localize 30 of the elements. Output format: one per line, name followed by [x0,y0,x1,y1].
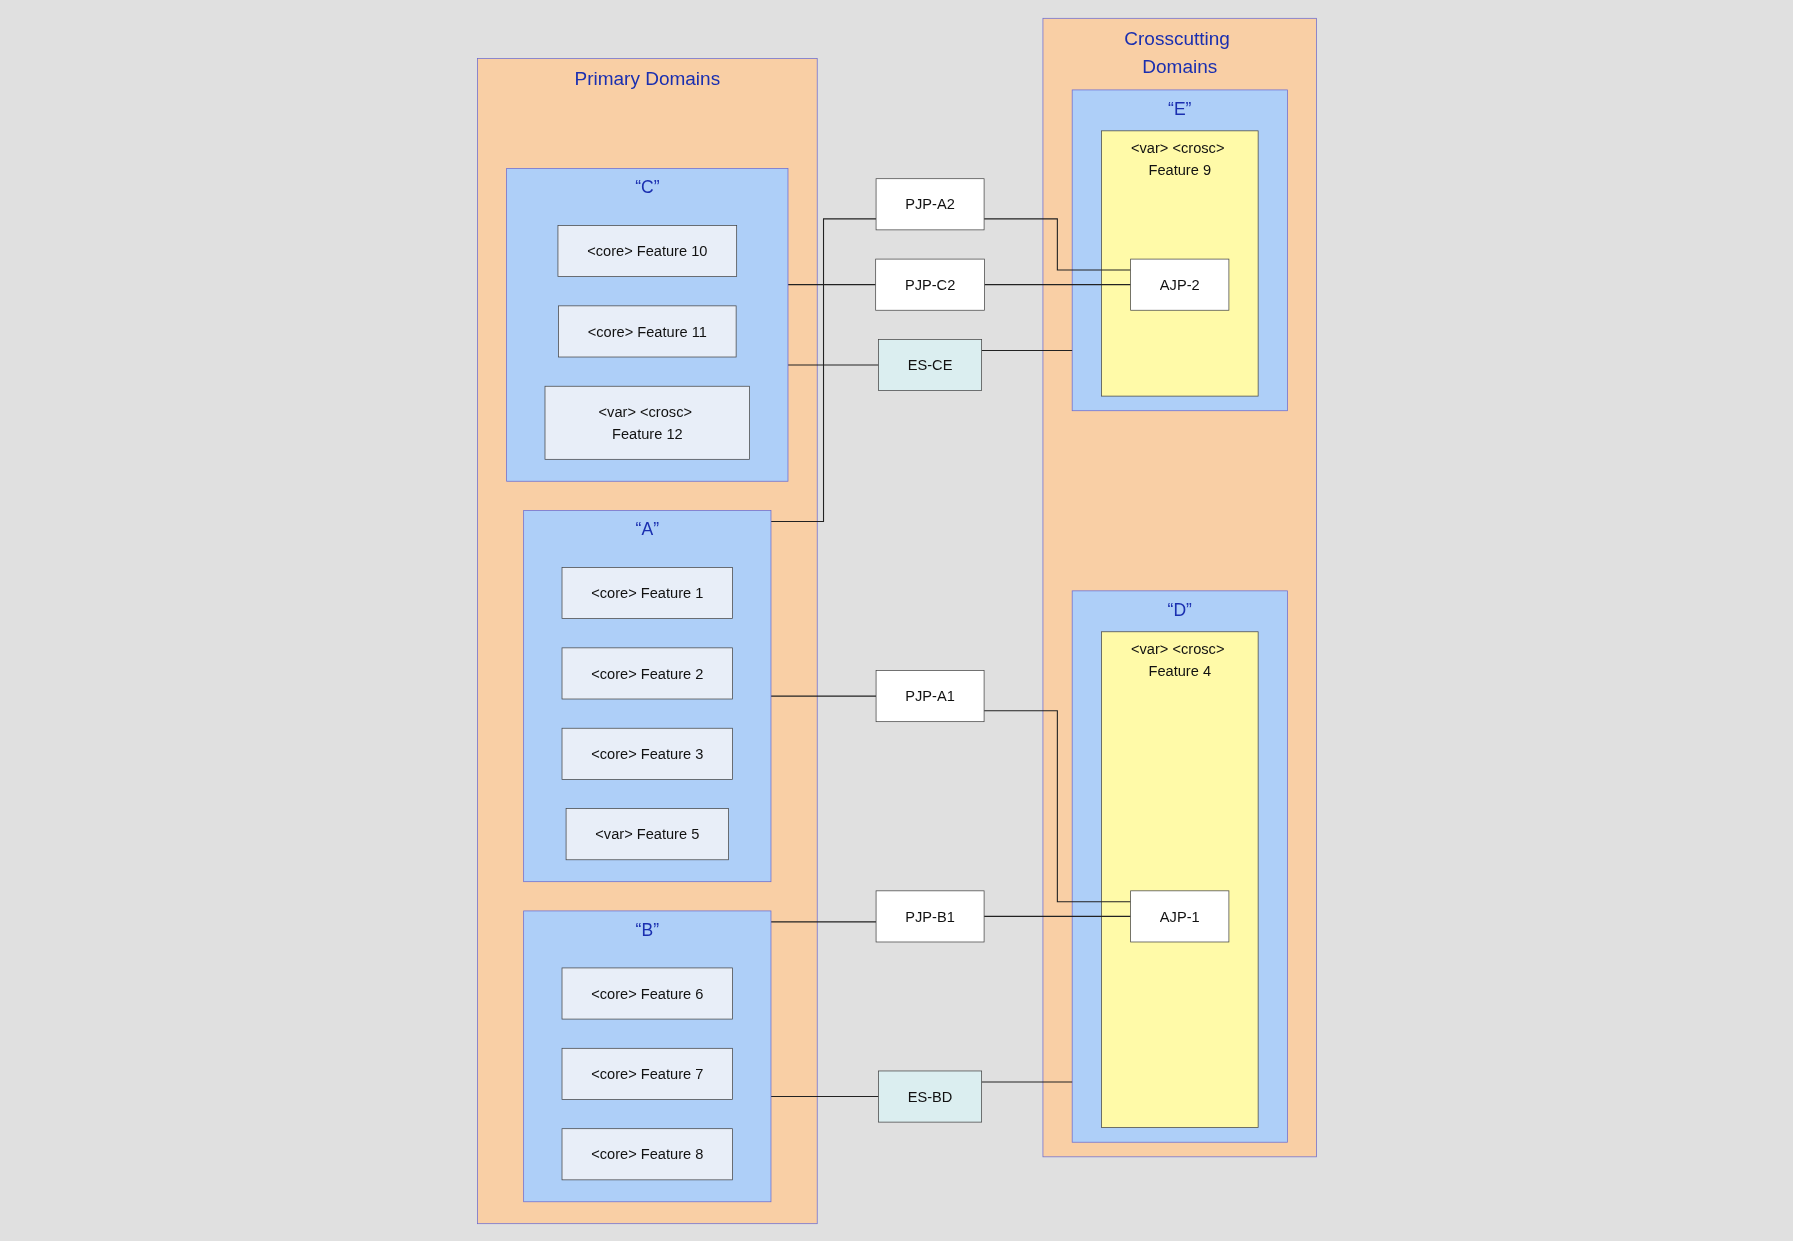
node-box: ES-BD [877,1070,982,1122]
node-box: AJP-2 [1129,258,1229,311]
node-box: PJP-A2 [875,177,984,230]
node-box: <core> Feature 2 [561,647,733,699]
node-box: <core> Feature 8 [561,1127,733,1180]
connector [983,217,1131,271]
connector [983,709,1131,902]
connector [786,364,879,366]
node-box: <core> Feature 6 [561,967,733,1019]
node-box: <core> Feature 1 [561,566,733,619]
connector [786,283,876,285]
connector [980,1080,1073,1082]
node-box: AJP-1 [1129,889,1229,942]
node-box: PJP-C2 [874,258,985,311]
node-box: <var> <crosc> Feature 12 [544,385,750,460]
node-box: PJP-A1 [875,669,984,722]
node-box: <core> Feature 7 [561,1047,733,1100]
node-box: ES-CE [877,338,982,391]
connector [983,915,1131,917]
node-box: PJP-B1 [875,889,984,942]
node-box: <core> Feature 11 [557,305,736,357]
connector [769,1095,879,1097]
connector [983,283,1131,285]
node-box: <core> Feature 3 [561,727,733,780]
connector [769,217,877,522]
connector [769,920,877,922]
connector [980,349,1073,351]
node-box: <var> Feature 5 [565,807,729,860]
node-box: <core> Feature 10 [557,224,737,277]
connector [769,695,877,697]
